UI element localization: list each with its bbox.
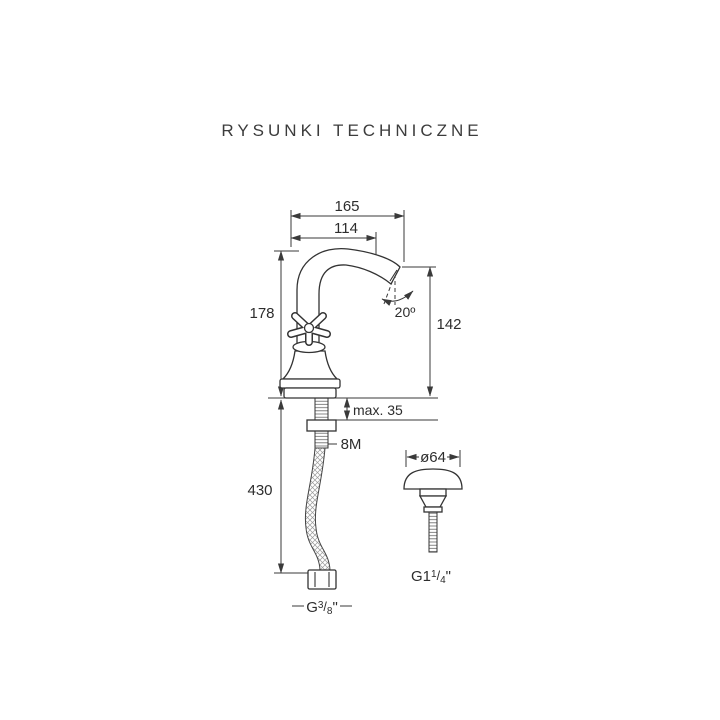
dim-label-114: 114 xyxy=(334,220,358,237)
g114-prefix: G1 xyxy=(411,568,431,585)
drain-thread-callout: G11/4" xyxy=(411,568,451,586)
g38-unit: " xyxy=(332,599,337,616)
deck-thickness: max. 35 xyxy=(268,397,438,421)
hose-end-nut xyxy=(307,569,337,590)
g38-denominator: 8 xyxy=(327,606,333,617)
g114-numerator: 1 xyxy=(431,569,437,580)
dim-label-max35: max. 35 xyxy=(353,402,403,418)
thread-label-g114: G11/4" xyxy=(411,568,451,586)
spout-outlet-line xyxy=(389,269,398,282)
dim-spout-height: 142 xyxy=(402,266,462,397)
page-title: RYSUNKI TECHNICZNE xyxy=(221,121,483,140)
g38-numerator: 3 xyxy=(318,600,324,611)
g38-prefix: G xyxy=(306,599,318,616)
flexible-hose xyxy=(304,447,331,571)
dim-label-178: 178 xyxy=(249,305,274,322)
drain-collar xyxy=(423,506,443,513)
g114-unit: " xyxy=(446,568,451,585)
dim-label-165: 165 xyxy=(334,198,359,215)
dim-spout-reach: 114 xyxy=(290,220,377,242)
angle-leg-tilted xyxy=(383,273,396,305)
stud-thread-callout: 8M xyxy=(328,436,361,453)
g114-slash: / xyxy=(437,569,441,583)
drain-dome-cap xyxy=(403,468,463,490)
hose-fitting-callout: G3/8" xyxy=(292,599,352,617)
dim-body-height: 178 xyxy=(249,250,299,397)
stud-label-8m: 8M xyxy=(341,436,362,453)
faucet-base-plate xyxy=(279,378,341,389)
drain-taper xyxy=(418,495,448,508)
dim-overall-width: 165 xyxy=(290,198,405,220)
dim-label-430: 430 xyxy=(247,482,272,499)
faucet-base-flange xyxy=(283,387,337,399)
faucet-base-bell xyxy=(281,350,339,380)
mounting-nut xyxy=(306,419,337,432)
angle-annotation: 20º xyxy=(381,273,416,320)
drain-neck xyxy=(419,488,447,497)
drain-diameter-callout: ø64 xyxy=(405,449,461,467)
drain-outline xyxy=(403,468,463,553)
faucet-outline xyxy=(279,247,401,590)
fitting-label-g38: G3/8" xyxy=(306,599,338,617)
hose-nut-body xyxy=(307,569,337,590)
witness-lines-top xyxy=(290,210,405,262)
handle-hub xyxy=(303,322,315,334)
dim-hose-length: 430 xyxy=(247,399,308,574)
g114-denominator: 4 xyxy=(440,575,446,586)
dia-label-64: ø64 xyxy=(420,449,446,466)
dim-label-142: 142 xyxy=(436,316,461,333)
drain-threaded-stem xyxy=(428,511,438,553)
g38-slash: / xyxy=(323,600,327,614)
angle-arc xyxy=(381,290,414,306)
angle-label-20: 20º xyxy=(395,304,416,320)
dimension-lines: 165 114 178 142 xyxy=(247,198,461,617)
faucet-handle xyxy=(287,312,331,346)
